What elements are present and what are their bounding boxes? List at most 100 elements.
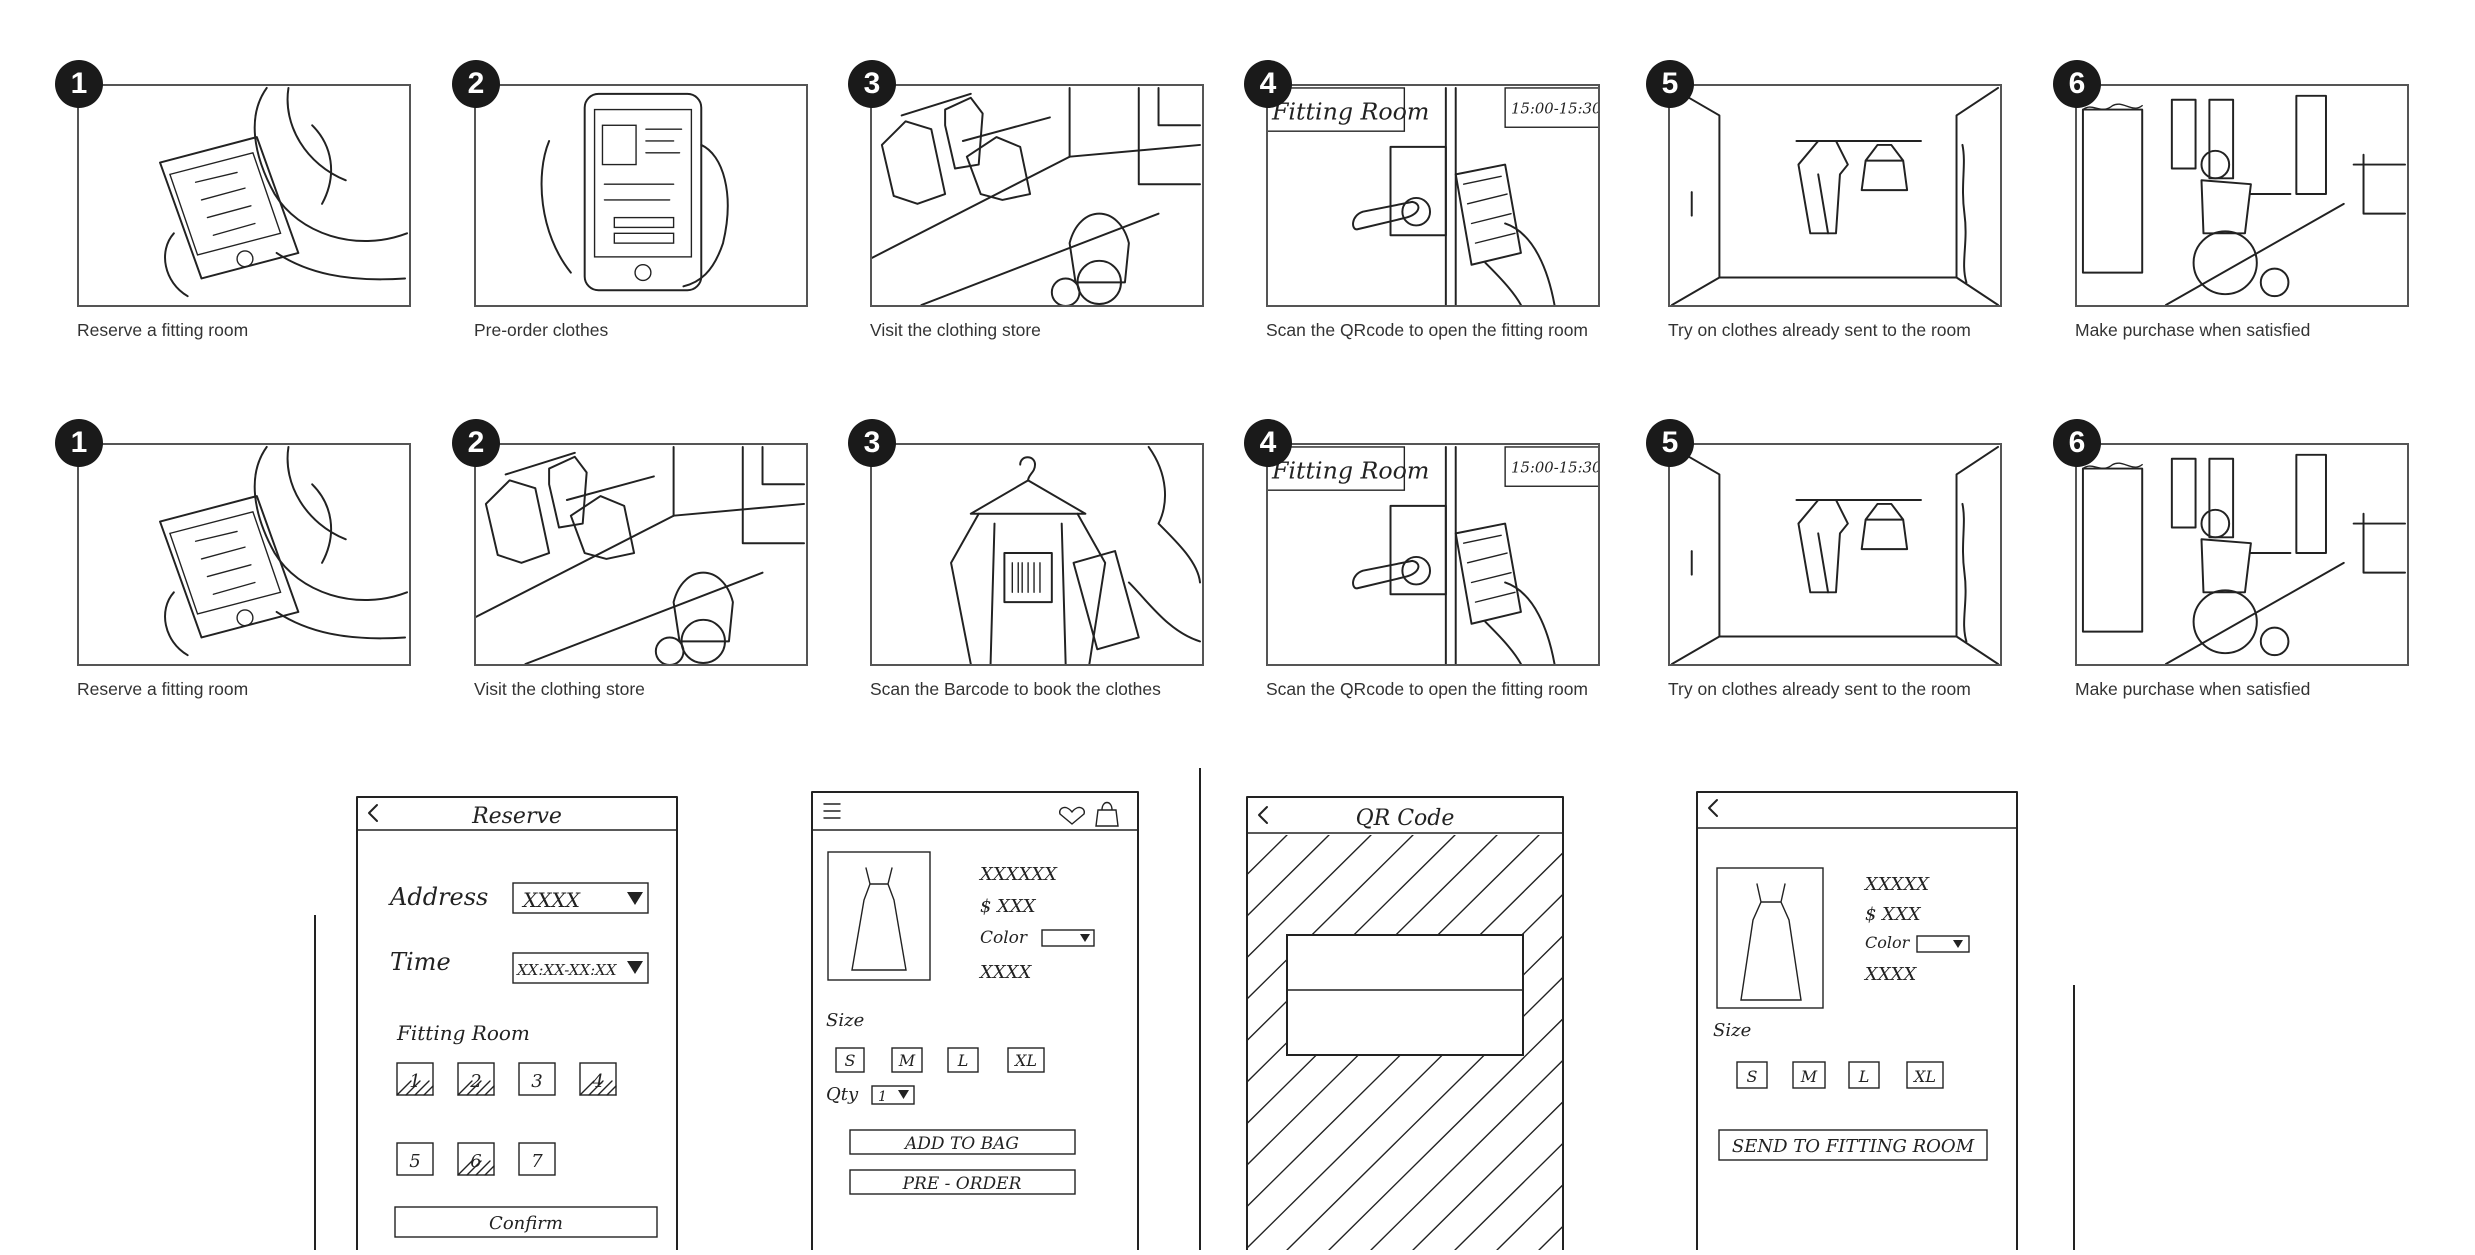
fitting-room-option[interactable]: 6 [457, 1142, 495, 1176]
step-caption: Try on clothes already sent to the room [1668, 679, 1971, 699]
door-lock-panel [1389, 145, 1447, 237]
confirm-button[interactable] [394, 1206, 658, 1238]
heart-icon[interactable] [1059, 806, 1085, 825]
shirt-icon [880, 120, 947, 205]
fitting-room-option[interactable]: 4 [579, 1062, 617, 1096]
confirm-label: Confirm [489, 1213, 563, 1234]
wireframe-reserve: Reserve Address XXXX Time XX:XX-XX:XX Fi… [355, 795, 680, 1251]
size-option-label: M [1800, 1067, 1818, 1086]
smartphone-icon [1454, 163, 1522, 266]
fitting-room-sign [1268, 87, 1406, 132]
add-to-bag-label: ADD TO BAG [903, 1134, 1019, 1154]
storyboard-panel [2075, 443, 2409, 666]
step-caption: Reserve a fitting room [77, 320, 249, 340]
step-number-badge: 1 [55, 419, 103, 467]
product-name: XXXXX [1863, 874, 1930, 895]
size-label: Size [1713, 1020, 1751, 1041]
step-number-badge: 4 [1244, 419, 1292, 467]
back-arrow-icon[interactable] [1708, 799, 1718, 817]
size-option[interactable]: S [1736, 1061, 1768, 1089]
add-to-bag-button[interactable] [849, 1129, 1076, 1155]
fitting-room-number: 3 [531, 1071, 542, 1092]
send-to-fitting-room-button[interactable] [1718, 1129, 1988, 1161]
address-select[interactable] [512, 882, 649, 914]
door-icon [2170, 457, 2197, 529]
shopping-bag-icon[interactable] [1095, 801, 1119, 827]
pre-order-button[interactable] [849, 1169, 1076, 1195]
back-arrow-icon[interactable] [368, 804, 378, 822]
step-number-badge: 3 [848, 60, 896, 108]
door-icon [2208, 98, 2235, 180]
barcode-tag-icon [1003, 552, 1053, 604]
size-option-label: L [957, 1051, 969, 1070]
step-caption: Scan the QRcode to open the fitting room [1266, 320, 1588, 340]
color-label: Color [1865, 933, 1911, 952]
fitting-room-option[interactable]: 5 [396, 1142, 434, 1176]
size-option[interactable]: XL [1007, 1047, 1045, 1073]
fitting-room-sign-text: Fitting Room [1271, 97, 1429, 125]
product-image [1716, 867, 1824, 1009]
fitting-room-number: 6 [470, 1151, 481, 1172]
product-extra: XXXX [1863, 964, 1917, 985]
size-label: Size [826, 1010, 864, 1031]
divider-line-left [314, 915, 316, 1250]
door-icon [2295, 453, 2327, 555]
step-number-badge: 5 [1646, 60, 1694, 108]
chevron-down-icon [627, 961, 643, 974]
size-option-label: S [1747, 1067, 1758, 1086]
fitting-room-option[interactable]: 7 [518, 1142, 556, 1176]
wireframe-send-to-fitting-room: XXXXX $ XXX Color XXXX Size S M L XL SEND T… [1695, 790, 2020, 1251]
mirror-icon [2081, 108, 2144, 274]
step-number-badge: 1 [55, 60, 103, 108]
qr-title: QR Code [1356, 806, 1455, 831]
dress-icon [851, 867, 907, 971]
color-select[interactable] [1916, 935, 1970, 953]
storyboard-panel [1668, 84, 2002, 307]
size-option[interactable]: S [835, 1047, 865, 1073]
wireframe-qr-code: QR Code [1245, 795, 1565, 1251]
fitting-room-option[interactable]: 1 [396, 1062, 434, 1096]
size-option-label: XL [1912, 1067, 1936, 1086]
fitting-room-number: 5 [409, 1151, 420, 1172]
step-caption: Scan the Barcode to book the clothes [870, 679, 1161, 699]
time-sign [1504, 87, 1598, 128]
person-wheelchair-icon [2200, 149, 2231, 180]
fitting-room-option[interactable]: 3 [518, 1062, 556, 1096]
chevron-down-icon [627, 892, 643, 905]
size-option[interactable]: M [1792, 1061, 1826, 1089]
time-sign-text: 15:00-15:30 [1511, 460, 1598, 477]
menu-icon[interactable] [823, 803, 841, 819]
size-option-label: S [845, 1051, 856, 1070]
storyboard-panel [2075, 84, 2409, 307]
bag-icon [1860, 502, 1909, 551]
reserve-title: Reserve [471, 804, 562, 829]
qty-select[interactable] [871, 1085, 915, 1105]
send-to-fitting-room-label: SEND TO FITTING ROOM [1732, 1136, 1975, 1157]
fitting-room-sign-text: Fitting Room [1271, 456, 1429, 484]
qr-scan-frame [1286, 934, 1524, 1056]
storyboard-panel: Fitting Room 15:00-15:30 [1266, 443, 1600, 666]
size-option[interactable]: L [1848, 1061, 1880, 1089]
color-select[interactable] [1041, 929, 1095, 947]
step-number-badge: 6 [2053, 60, 2101, 108]
fitting-room-number: 4 [591, 1071, 603, 1092]
time-sign [1504, 446, 1598, 487]
time-sign-text: 15:00-15:30 [1511, 101, 1598, 118]
product-price: $ XXX [1865, 904, 1922, 925]
size-option[interactable]: XL [1906, 1061, 1944, 1089]
fitting-room-option[interactable]: 2 [457, 1062, 495, 1096]
time-select[interactable] [512, 952, 649, 984]
fitting-room-number: 7 [531, 1151, 543, 1172]
storyboard-panel [77, 443, 411, 666]
pre-order-label: PRE - ORDER [902, 1174, 1022, 1194]
size-option[interactable]: M [891, 1047, 923, 1073]
step-number-badge: 6 [2053, 419, 2101, 467]
tablet-icon [159, 136, 300, 280]
address-label: Address [388, 883, 488, 911]
address-value: XXXX [521, 888, 581, 912]
qty-label: Qty [826, 1084, 859, 1105]
smartphone-icon [1072, 550, 1140, 651]
size-option[interactable]: L [947, 1047, 979, 1073]
back-arrow-icon[interactable] [1258, 806, 1268, 824]
